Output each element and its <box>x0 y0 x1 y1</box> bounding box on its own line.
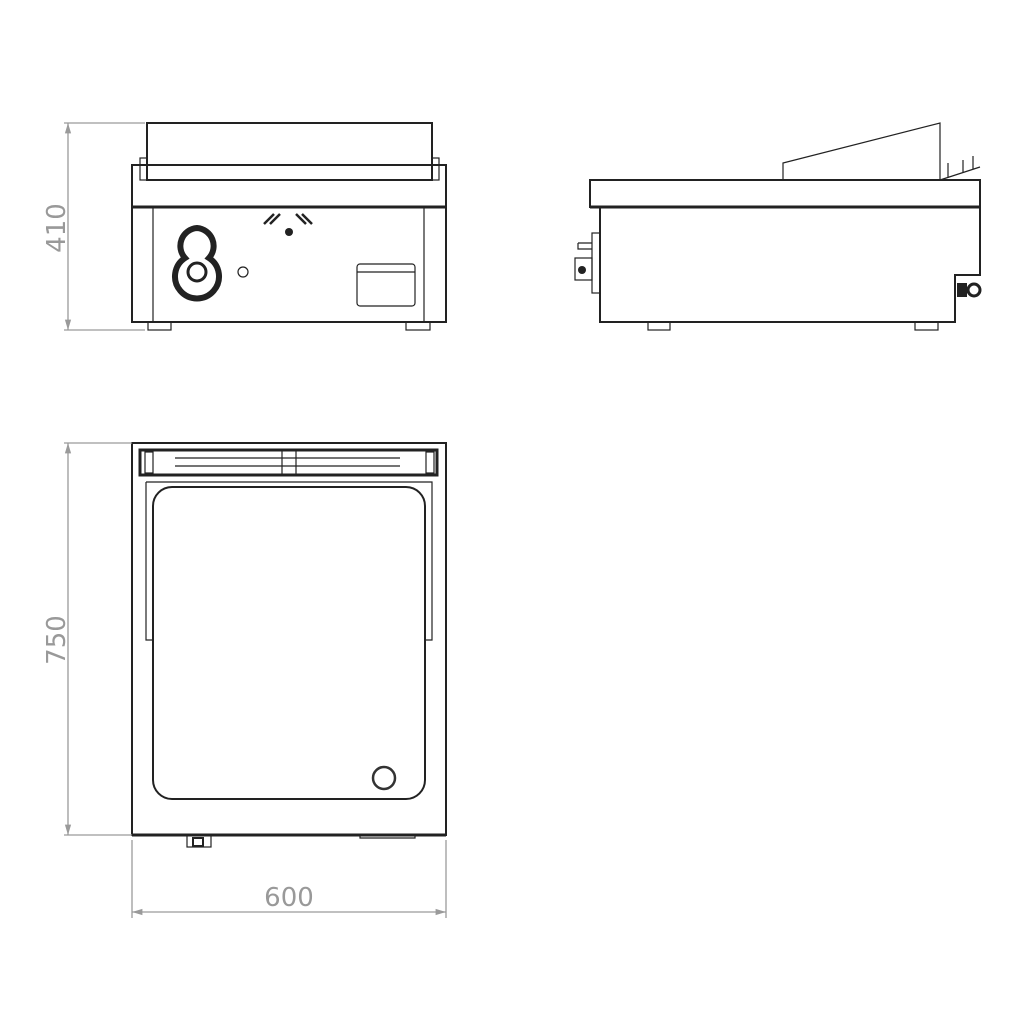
height-dimension-label: 410 <box>42 203 72 253</box>
side-view <box>574 122 982 331</box>
top-view <box>131 442 447 848</box>
vent-marks <box>263 213 313 225</box>
width-dimension-label: 600 <box>264 883 314 913</box>
side-knob <box>574 232 601 294</box>
pilot-light-icon <box>237 266 249 278</box>
depth-dimension-label: 750 <box>42 615 72 665</box>
drain-hole-icon <box>371 765 397 791</box>
front-view <box>131 122 447 331</box>
dimension-lines <box>64 122 447 918</box>
control-knob <box>172 224 222 302</box>
gas-connector <box>957 282 982 298</box>
